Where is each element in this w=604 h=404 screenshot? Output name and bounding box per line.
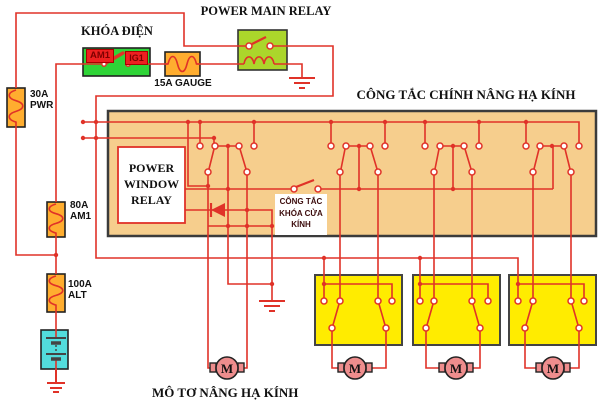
fuse-30a-amps: 30A — [30, 89, 49, 100]
label-power-window-relay: POWER WINDOW RELAY — [123, 161, 180, 207]
power-window-relay-box — [117, 146, 186, 224]
motor-symbol-2 — [337, 356, 373, 380]
label-fuse-100a: 100A ALT — [68, 279, 92, 301]
main-relay-lever-icon — [251, 36, 267, 45]
fuse-100a-amps: 100A — [68, 279, 92, 290]
title-ignition-switch: KHÓA ĐIỆN — [81, 24, 153, 38]
window-switch-boxes — [314, 274, 597, 346]
main-switch-panel — [106, 109, 598, 238]
terminal-am1: AM1 — [86, 49, 114, 63]
motor-letter-1: M — [220, 361, 234, 376]
motor-symbol-1 — [209, 356, 245, 380]
switch-contacts — [101, 42, 588, 332]
window-switch-box-3 — [508, 274, 597, 346]
motor-symbol-4 — [535, 356, 571, 380]
battery-plates-icon — [46, 337, 66, 361]
window-switch-box-2 — [412, 274, 501, 346]
junction-dots — [53, 119, 555, 287]
relay-coil-icon — [243, 56, 275, 65]
motor-letter-2: M — [348, 361, 362, 376]
ground-icon-relay — [289, 77, 315, 89]
fuse-80a-element — [48, 203, 64, 237]
motor-symbols — [209, 356, 571, 380]
window-switch-box-1 — [314, 274, 403, 346]
fuse-15a-gauge — [164, 51, 201, 77]
battery-symbol — [40, 329, 69, 370]
label-window-motor: MÔ TƠ NÂNG HẠ KÍNH — [152, 385, 299, 400]
title-power-main-relay: POWER MAIN RELAY — [200, 4, 332, 18]
ground-icon-battery — [47, 369, 65, 393]
motor-letter-4: M — [546, 361, 560, 376]
title-main-window-switch: CÔNG TẮC CHÍNH NÂNG HẠ KÍNH — [356, 87, 576, 102]
fuse-80a-amps: 80A — [70, 200, 89, 211]
label-fuse-80a: 80A AM1 — [70, 200, 92, 222]
fuse-15a-element — [165, 55, 200, 73]
motor-symbol-3 — [438, 356, 474, 380]
fuse-30a-element — [8, 89, 24, 127]
fuse-30a-name: PWR — [30, 99, 54, 111]
fuse-100a-element — [48, 275, 64, 312]
label-15a-gauge: 15A GAUGE — [154, 78, 212, 89]
terminal-ig1: IG1 — [125, 51, 148, 65]
label-window-lock-switch: CÔNG TẮC KHÓA CỬA KÍNH — [275, 194, 327, 235]
diode-icon — [209, 203, 225, 217]
motor-letter-3: M — [449, 361, 463, 376]
ground-icon-switch — [259, 300, 285, 312]
lock-switch-lever-icon — [295, 178, 315, 189]
label-fuse-30a: 30A PWR — [30, 89, 54, 111]
fuse-100a-name: ALT — [68, 289, 87, 301]
fuse-80a-name: AM1 — [70, 210, 92, 222]
